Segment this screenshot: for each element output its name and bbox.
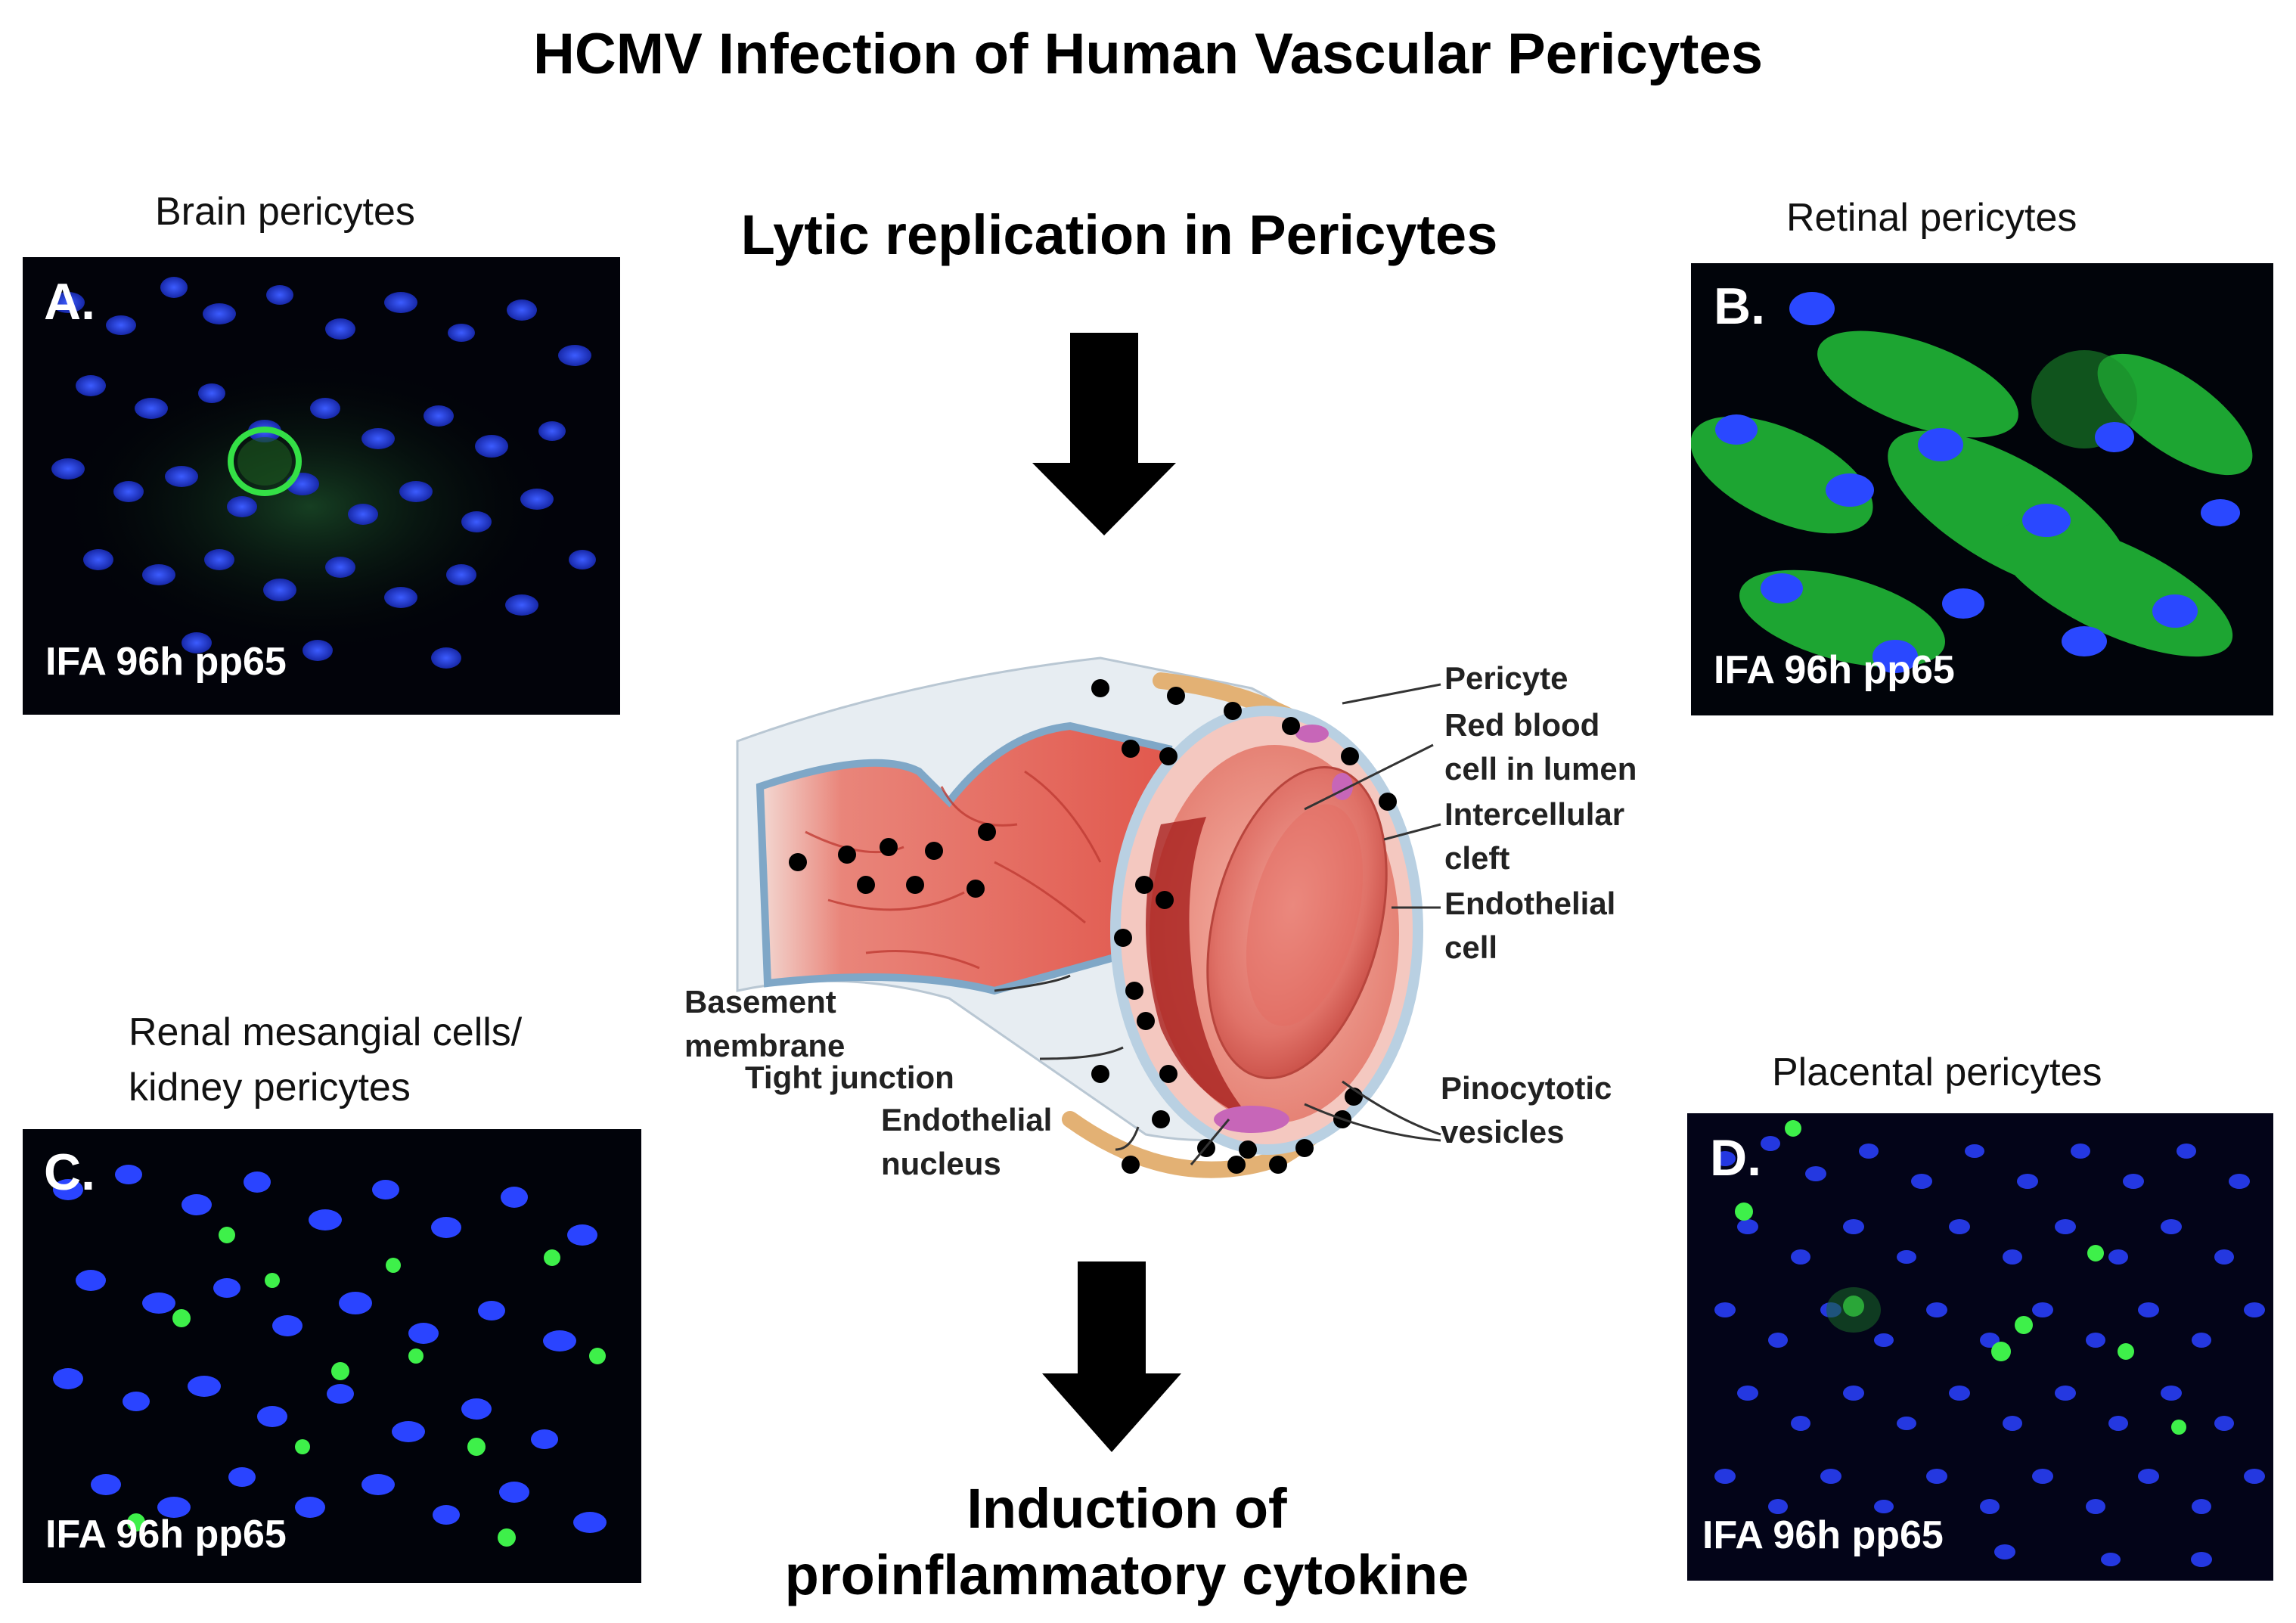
figure-title: HCMV Infection of Human Vascular Pericyt…	[532, 22, 1764, 86]
retinal-pericytes-image	[1691, 263, 2273, 715]
label-endothelial-cell-line1: Endothelial	[1444, 886, 1616, 921]
label-intercellular-line1: Intercellular	[1444, 796, 1625, 832]
lytic-replication-heading: Lytic replication in Pericytes	[740, 203, 1498, 266]
label-pericyte: Pericyte	[1444, 660, 1568, 696]
label-tight-junction: Tight junction	[745, 1060, 954, 1095]
label-intercellular-line2: cleft	[1444, 840, 1510, 876]
panel-d-stain: IFA 96h pp65	[1702, 1513, 1944, 1557]
panel-a-letter: A.	[44, 273, 95, 330]
label-endothelial-nucleus-line1: Endothelial	[881, 1102, 1053, 1137]
brain-pericytes-image	[23, 257, 620, 715]
infected-cell-green	[228, 427, 302, 496]
panel-c-caption-line2: kidney pericytes	[129, 1066, 411, 1109]
panel-d-micrograph: D. IFA 96h pp65	[1687, 1113, 2273, 1581]
label-basement-line2: membrane	[684, 1028, 845, 1063]
panel-c-stain: IFA 96h pp65	[45, 1513, 287, 1556]
panel-b-letter: B.	[1714, 278, 1765, 335]
label-red-blood-line1: Red blood	[1444, 707, 1600, 743]
panel-c-caption-line1: Renal mesangial cells/	[129, 1010, 523, 1054]
capillary-cross-section-diagram: Pericyte Red blood cell in lumen Interce…	[677, 635, 1637, 1210]
panel-a-micrograph: A. IFA 96h pp65	[23, 257, 620, 715]
induction-heading-line2: proinflammatory cytokine	[784, 1544, 1469, 1606]
down-arrow-icon-bottom	[1036, 1261, 1187, 1458]
down-arrow-icon-top	[1029, 333, 1180, 537]
kidney-pericytes-image	[23, 1129, 641, 1583]
panel-d-caption: Placental pericytes	[1772, 1050, 2102, 1094]
label-endothelial-cell-line2: cell	[1444, 929, 1498, 965]
panel-d-letter: D.	[1710, 1129, 1761, 1187]
label-pinocytotic-line1: Pinocytotic	[1441, 1070, 1612, 1106]
label-endothelial-nucleus-line2: nucleus	[881, 1146, 1001, 1181]
induction-heading-line1: Induction of	[966, 1477, 1287, 1540]
panel-c-letter: C.	[44, 1144, 95, 1201]
label-red-blood-line2: cell in lumen	[1444, 751, 1637, 787]
panel-b-micrograph: B. IFA 96h pp65	[1691, 263, 2273, 715]
panel-a-caption: Brain pericytes	[155, 190, 415, 234]
label-pinocytotic-line2: vesicles	[1441, 1114, 1565, 1150]
panel-a-stain: IFA 96h pp65	[45, 640, 287, 684]
panel-b-caption: Retinal pericytes	[1786, 196, 2077, 240]
panel-c-micrograph: C. IFA 96h pp65	[23, 1129, 641, 1583]
label-basement-line1: Basement	[684, 984, 836, 1019]
placental-pericytes-image	[1687, 1113, 2273, 1581]
panel-b-stain: IFA 96h pp65	[1714, 648, 1955, 692]
